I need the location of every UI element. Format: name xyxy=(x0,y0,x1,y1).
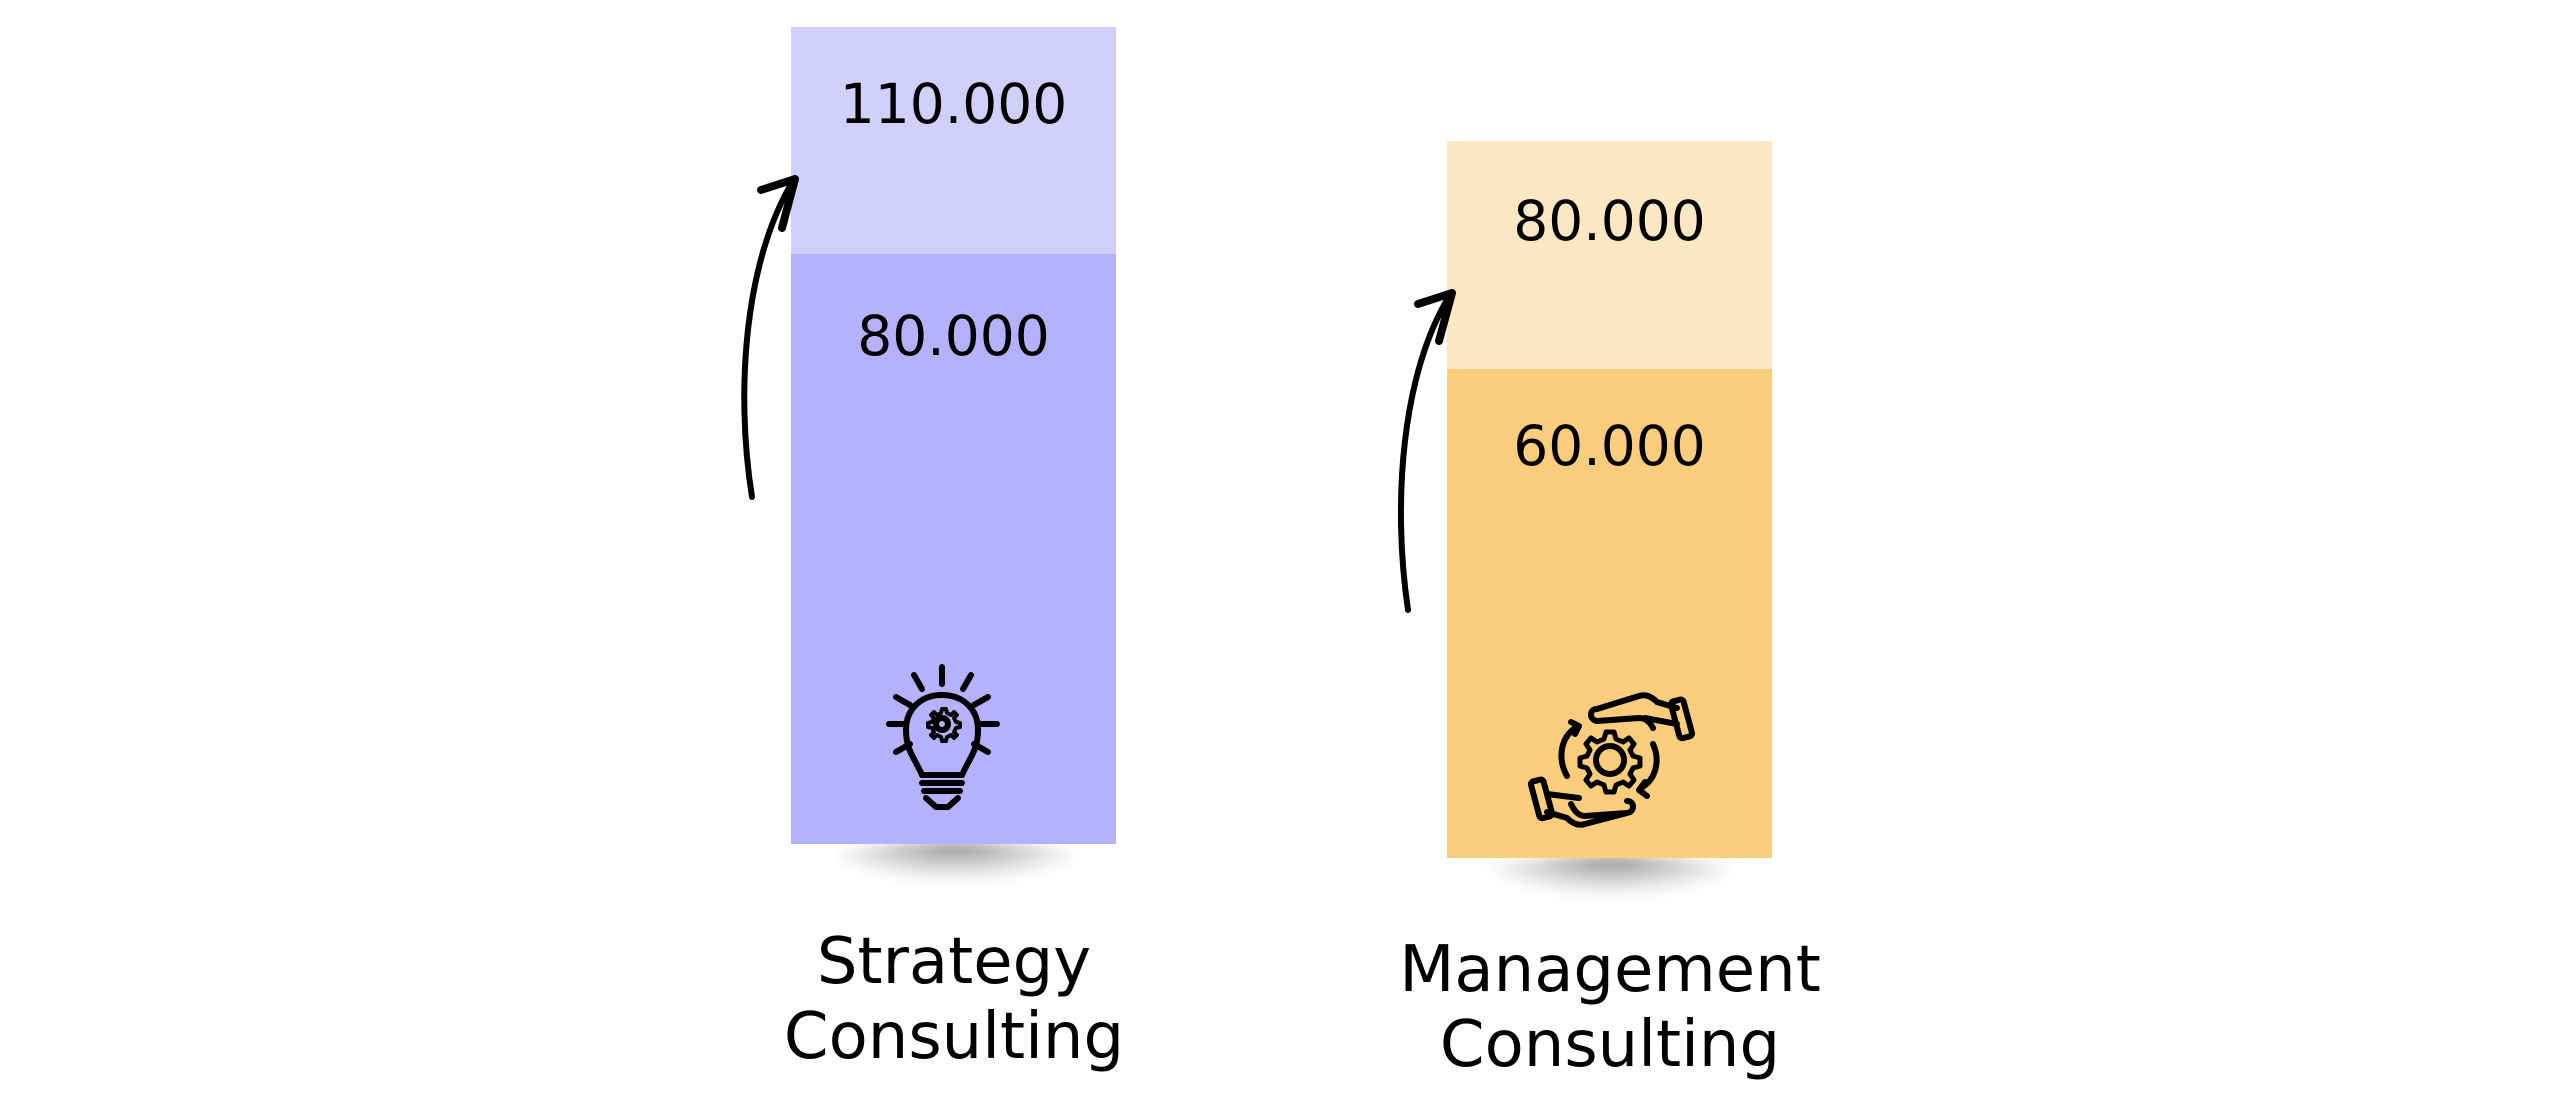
hands-gear-cycle-icon xyxy=(1527,692,1696,828)
lightbulb-gear-icon xyxy=(886,664,1000,810)
category-label-line1: Management xyxy=(1399,933,1821,1007)
value-label-upper: 80.000 xyxy=(1513,189,1706,253)
category-label-line2: Consulting xyxy=(783,1000,1125,1074)
bar-segment-upper: 80.000 xyxy=(1447,141,1772,369)
bar-strategy-consulting: 110.000 80.000 xyxy=(791,27,1116,844)
category-label-line1: Strategy xyxy=(816,925,1092,999)
bar-management-consulting: 80.000 60.000 xyxy=(1447,141,1772,858)
value-label-lower: 80.000 xyxy=(857,304,1050,368)
bar-shadow-strategy xyxy=(820,842,1090,882)
bar-segment-lower: 80.000 xyxy=(791,254,1116,844)
value-label-upper: 110.000 xyxy=(839,72,1068,136)
value-label-lower: 60.000 xyxy=(1513,414,1706,478)
category-label-strategy-consulting: Strategy Consulting xyxy=(694,925,1214,1075)
category-label-line2: Consulting xyxy=(1439,1008,1781,1082)
bar-segment-upper: 110.000 xyxy=(791,27,1116,254)
bar-shadow-management xyxy=(1476,856,1746,896)
category-label-management-consulting: Management Consulting xyxy=(1350,933,1870,1083)
